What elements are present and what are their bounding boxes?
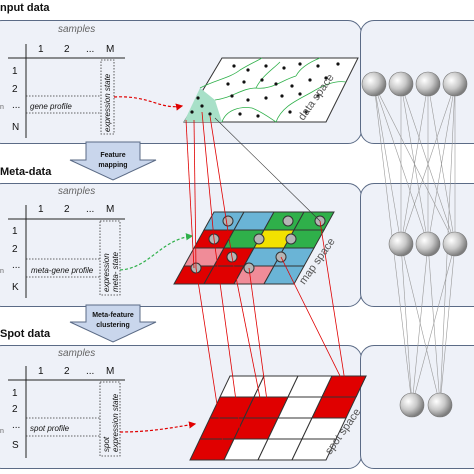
meta-side-mark: n [0, 268, 4, 275]
meta-to-map-arrow [119, 233, 194, 271]
spot-col-1: 1 [38, 366, 44, 377]
data-point-icon [190, 62, 340, 118]
spot-highlight-cells [189, 375, 367, 461]
meta-col-m: M [106, 204, 115, 215]
spot-data-title: Spot data [0, 328, 51, 340]
input-col-m: M [106, 44, 115, 55]
spot-row-1: 1 [12, 388, 18, 399]
input-row-ellipsis: ... [12, 100, 21, 111]
spot-samples-label: samples [58, 348, 96, 359]
spot-to-spot-arrow [119, 421, 197, 433]
meta-col-1: 1 [38, 204, 44, 215]
spot-row-s: S [12, 440, 19, 451]
input-table-lines [8, 44, 125, 138]
spot-col-ellipsis: ... [86, 366, 95, 377]
input-dotted-guides [26, 59, 115, 135]
input-row-2: 2 [12, 84, 18, 95]
input-side-mark: n [0, 104, 4, 111]
input-data-title: nput data [0, 2, 50, 14]
mapping-lines [185, 111, 347, 451]
network-connections [373, 83, 456, 406]
meta-feature-label-line2: clustering [96, 322, 130, 329]
meta-col-ellipsis: ... [86, 204, 95, 215]
input-col-ellipsis: ... [86, 44, 95, 55]
data-space-plane [183, 57, 359, 123]
spot-row-label: spot profile [30, 424, 70, 433]
input-row-n: N [12, 122, 20, 133]
meta-samples-label: samples [58, 186, 96, 197]
spot-table-lines [8, 366, 125, 458]
spot-col-m: M [106, 366, 115, 377]
input-col-1: 1 [38, 44, 44, 55]
input-samples-label: samples [58, 24, 96, 35]
meta-row-2: 2 [12, 244, 18, 255]
spot-row-ellipsis: ... [12, 420, 21, 431]
meta-data-title: Meta-data [0, 166, 52, 178]
meta-row-label: meta-gene profile [31, 266, 94, 275]
meta-dotted-guides [26, 220, 121, 296]
input-row-1: 1 [12, 66, 18, 77]
meta-row-ellipsis: ... [12, 260, 21, 271]
input-to-data-arrow [113, 96, 184, 111]
down-block-arrow-icon [69, 141, 157, 343]
meta-table-lines [8, 205, 125, 298]
input-row-label: gene profile [30, 102, 72, 111]
mapping-lines-dark [214, 117, 321, 222]
feature-mapping-label: Feature mapping [98, 152, 128, 169]
spot-side-mark: n [0, 428, 4, 435]
spot-row-2: 2 [12, 404, 18, 415]
meta-col-2: 2 [64, 204, 70, 215]
meta-row-k: K [12, 282, 19, 293]
spot-col-2: 2 [64, 366, 70, 377]
spot-dotted-guides [26, 381, 121, 457]
input-col-2: 2 [64, 44, 70, 55]
neuron-node-icon [361, 71, 468, 418]
meta-feature-label-line1: Meta-feature [92, 312, 134, 319]
meta-row-1: 1 [12, 226, 18, 237]
